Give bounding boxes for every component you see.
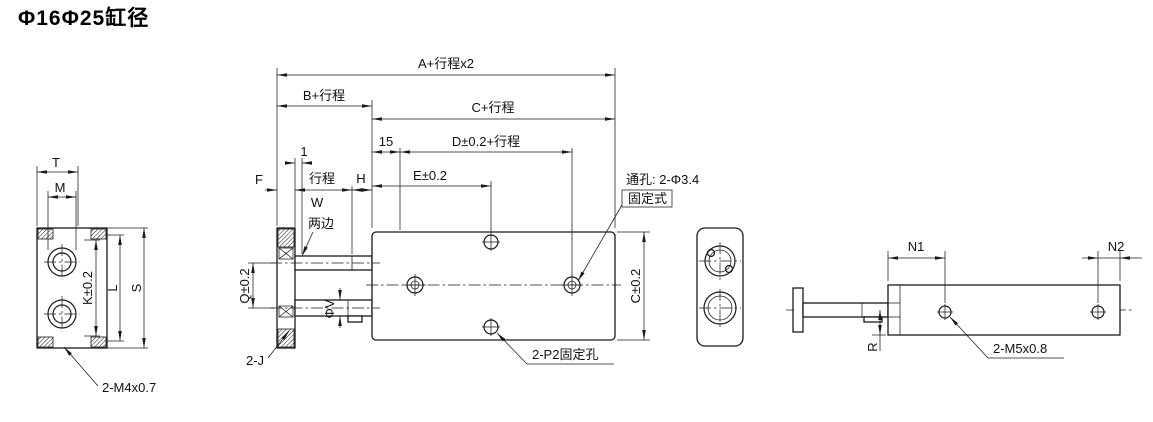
dim-f-label: F [255, 172, 263, 187]
piston-rod-side [802, 302, 889, 318]
note-fixed-type: 固定式 [628, 191, 667, 206]
dim-15-label: 15 [379, 134, 393, 149]
hatch-corner [90, 336, 107, 348]
port-end-outline [696, 227, 744, 347]
note-through-hole: 通孔: 2-Φ3.4 [626, 172, 699, 187]
thread-note-m4: 2-M4x0.7 [102, 380, 156, 395]
left-end-view: T M K±0.2 L S 2-M4x0.7 [36, 155, 156, 395]
dim-n1-label: N1 [908, 239, 925, 254]
note-both-sides: 两边 [308, 216, 334, 231]
thread-note-m5: 2-M5x0.8 [993, 341, 1047, 356]
moving-plate [276, 227, 296, 349]
dim-m-label: M [55, 180, 66, 195]
hatch-plate-bottom [277, 328, 295, 348]
dim-c2-label: C±0.2 [628, 269, 643, 304]
port-end-view [696, 227, 744, 347]
front-view-dimensions: A+行程x2 B+行程 C+行程 15 D±0.2+行程 E±0.2 [237, 56, 699, 368]
dim-t-label: T [52, 155, 60, 170]
rod-flange [792, 287, 804, 333]
small-port-hole [706, 248, 716, 258]
dim-b-label: B+行程 [303, 88, 345, 103]
dim-v-label: ΦV [322, 299, 337, 318]
dim-a-label: A+行程x2 [418, 56, 474, 71]
dim-1-label: 1 [300, 144, 307, 159]
right-side-view: N1 N2 R 2-M5x0.8 [786, 239, 1142, 359]
dim-r-label: R [865, 342, 880, 351]
dim-n2-label: N2 [1108, 239, 1125, 254]
note-p2: 2-P2固定孔 [532, 347, 598, 362]
hatch-corner [90, 228, 107, 240]
dim-l-label: L [105, 284, 120, 291]
dim-h-label: H [356, 171, 365, 186]
note-2j: 2-J [246, 353, 264, 368]
dim-q-label: Q±0.2 [237, 268, 252, 303]
small-port-hole [724, 264, 734, 274]
cylinder-body [371, 231, 616, 341]
body-side [887, 284, 1121, 336]
dim-s-label: S [129, 283, 144, 292]
dim-w-label: W [311, 195, 324, 210]
left-view-dimensions: T M K±0.2 L S 2-M4x0.7 [36, 155, 156, 395]
hatch-corner [37, 336, 54, 348]
hatch-plate-top [277, 228, 295, 248]
rod-nut [863, 316, 883, 323]
dim-d-label: D±0.2+行程 [452, 134, 520, 149]
dim-stroke-label: 行程 [309, 171, 335, 186]
drawing-title: Φ16Φ25缸径 [18, 7, 150, 30]
end-plate-outline [36, 227, 108, 349]
rod-step [347, 315, 363, 323]
dim-c-label: C+行程 [472, 100, 515, 115]
dim-k-label: K±0.2 [80, 271, 95, 305]
front-section-view: A+行程x2 B+行程 C+行程 15 D±0.2+行程 E±0.2 [237, 56, 699, 368]
dim-e-label: E±0.2 [413, 168, 447, 183]
right-view-dimensions: N1 N2 R 2-M5x0.8 [865, 239, 1142, 359]
hatch-corner [37, 228, 54, 240]
